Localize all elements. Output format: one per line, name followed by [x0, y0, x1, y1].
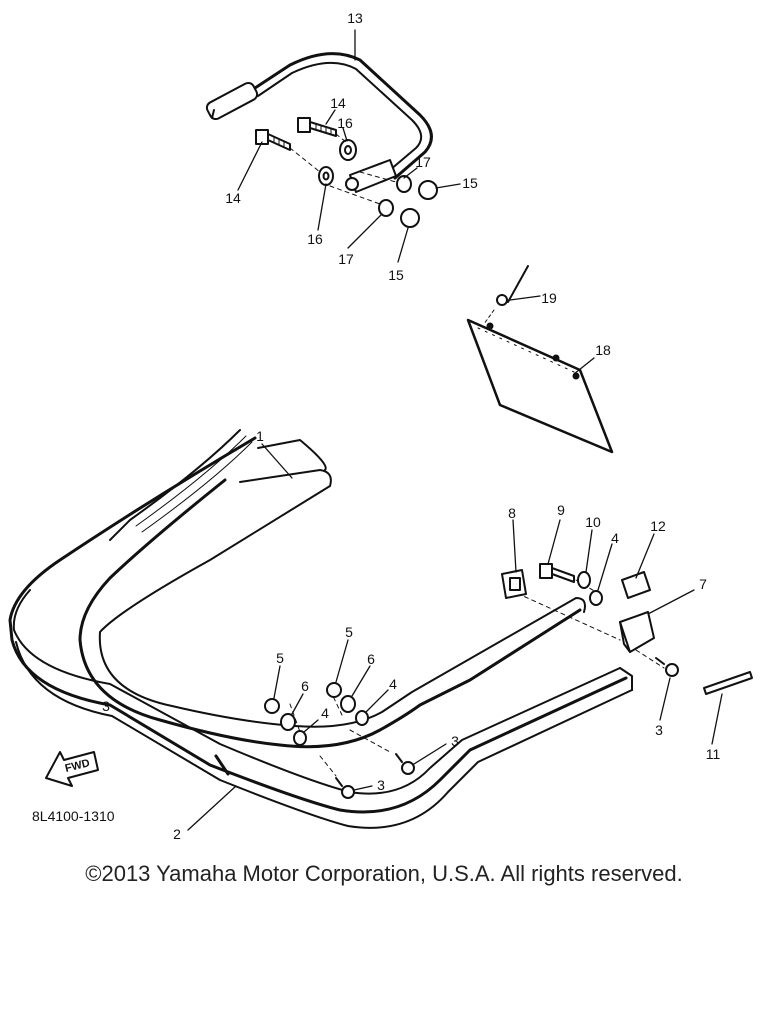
washer-part-17a — [396, 175, 412, 193]
callout-11: 11 — [705, 746, 721, 762]
bolt-part-14a — [297, 117, 337, 137]
callout-3: 3 — [655, 722, 663, 738]
leader-lines — [187, 29, 723, 831]
drawing-code: 8L4100-1310 — [32, 808, 115, 824]
callout-5: 5 — [276, 650, 284, 666]
callout-7: 7 — [699, 576, 707, 592]
callout-2: 2 — [173, 826, 181, 842]
washer-part-10 — [577, 571, 591, 589]
callout-5: 5 — [345, 624, 353, 640]
callout-3: 3 — [102, 698, 110, 714]
callout-4: 4 — [389, 676, 397, 692]
washer-part-17b — [378, 199, 394, 217]
washer-part-16a — [339, 139, 357, 161]
nut-part-5b — [326, 682, 342, 698]
callout-13: 13 — [347, 10, 363, 26]
bolt-part-9 — [539, 563, 575, 583]
callout-3: 3 — [451, 733, 459, 749]
callout-9: 9 — [557, 502, 565, 518]
callout-14: 14 — [330, 95, 346, 111]
callout-14: 14 — [225, 190, 241, 206]
cap-part-12 — [621, 571, 651, 599]
nut-part-5a — [264, 698, 280, 714]
callout-1: 1 — [256, 428, 264, 444]
screw-part-3b — [335, 777, 355, 799]
screw-part-3a — [395, 753, 415, 775]
fwd-label: FWD — [64, 757, 91, 775]
callout-6: 6 — [301, 678, 309, 694]
washer-part-4b — [293, 730, 307, 746]
washer-part-16b — [318, 166, 334, 186]
callout-3: 3 — [377, 777, 385, 793]
plate-part-18 — [466, 318, 614, 454]
frame-part-1 — [78, 429, 586, 749]
nut-part-15b — [400, 208, 420, 228]
parts-drawing: FWD — [8, 29, 753, 831]
callout-17: 17 — [338, 251, 354, 267]
callout-19: 19 — [541, 290, 557, 306]
screw-part-3d — [655, 657, 679, 677]
callout-6: 6 — [367, 651, 375, 667]
callout-8: 8 — [508, 505, 516, 521]
callout-4: 4 — [321, 705, 329, 721]
washer-part-6b — [340, 695, 356, 713]
copyright-notice: ©2013 Yamaha Motor Corporation, U.S.A. A… — [85, 861, 683, 886]
assembly-guides — [289, 133, 665, 777]
callout-12: 12 — [650, 518, 666, 534]
exploded-parts-diagram: FWD — [8, 10, 753, 842]
washer-part-6a — [280, 713, 296, 731]
callout-16: 16 — [337, 115, 353, 131]
washer-part-4c — [355, 710, 369, 726]
washer-hole — [322, 171, 330, 181]
callout-17: 17 — [415, 154, 431, 170]
callout-4: 4 — [611, 530, 619, 546]
bracket-part-7 — [619, 611, 655, 653]
callout-16: 16 — [307, 231, 323, 247]
rivet-part-19 — [483, 265, 529, 325]
bumper-part-2 — [8, 436, 633, 829]
pin-part-11 — [703, 671, 753, 695]
nut-part-15a — [418, 180, 438, 200]
bracket-part-8 — [501, 569, 527, 599]
callout-10: 10 — [585, 514, 601, 530]
washer-part-4a — [589, 590, 603, 606]
callout-18: 18 — [595, 342, 611, 358]
bolt-part-14b — [255, 129, 291, 151]
forward-arrow-icon: FWD — [45, 751, 99, 787]
callout-15: 15 — [388, 267, 404, 283]
callout-15: 15 — [462, 175, 478, 191]
washer-hole — [344, 145, 352, 155]
handle-bar-part — [205, 52, 433, 193]
